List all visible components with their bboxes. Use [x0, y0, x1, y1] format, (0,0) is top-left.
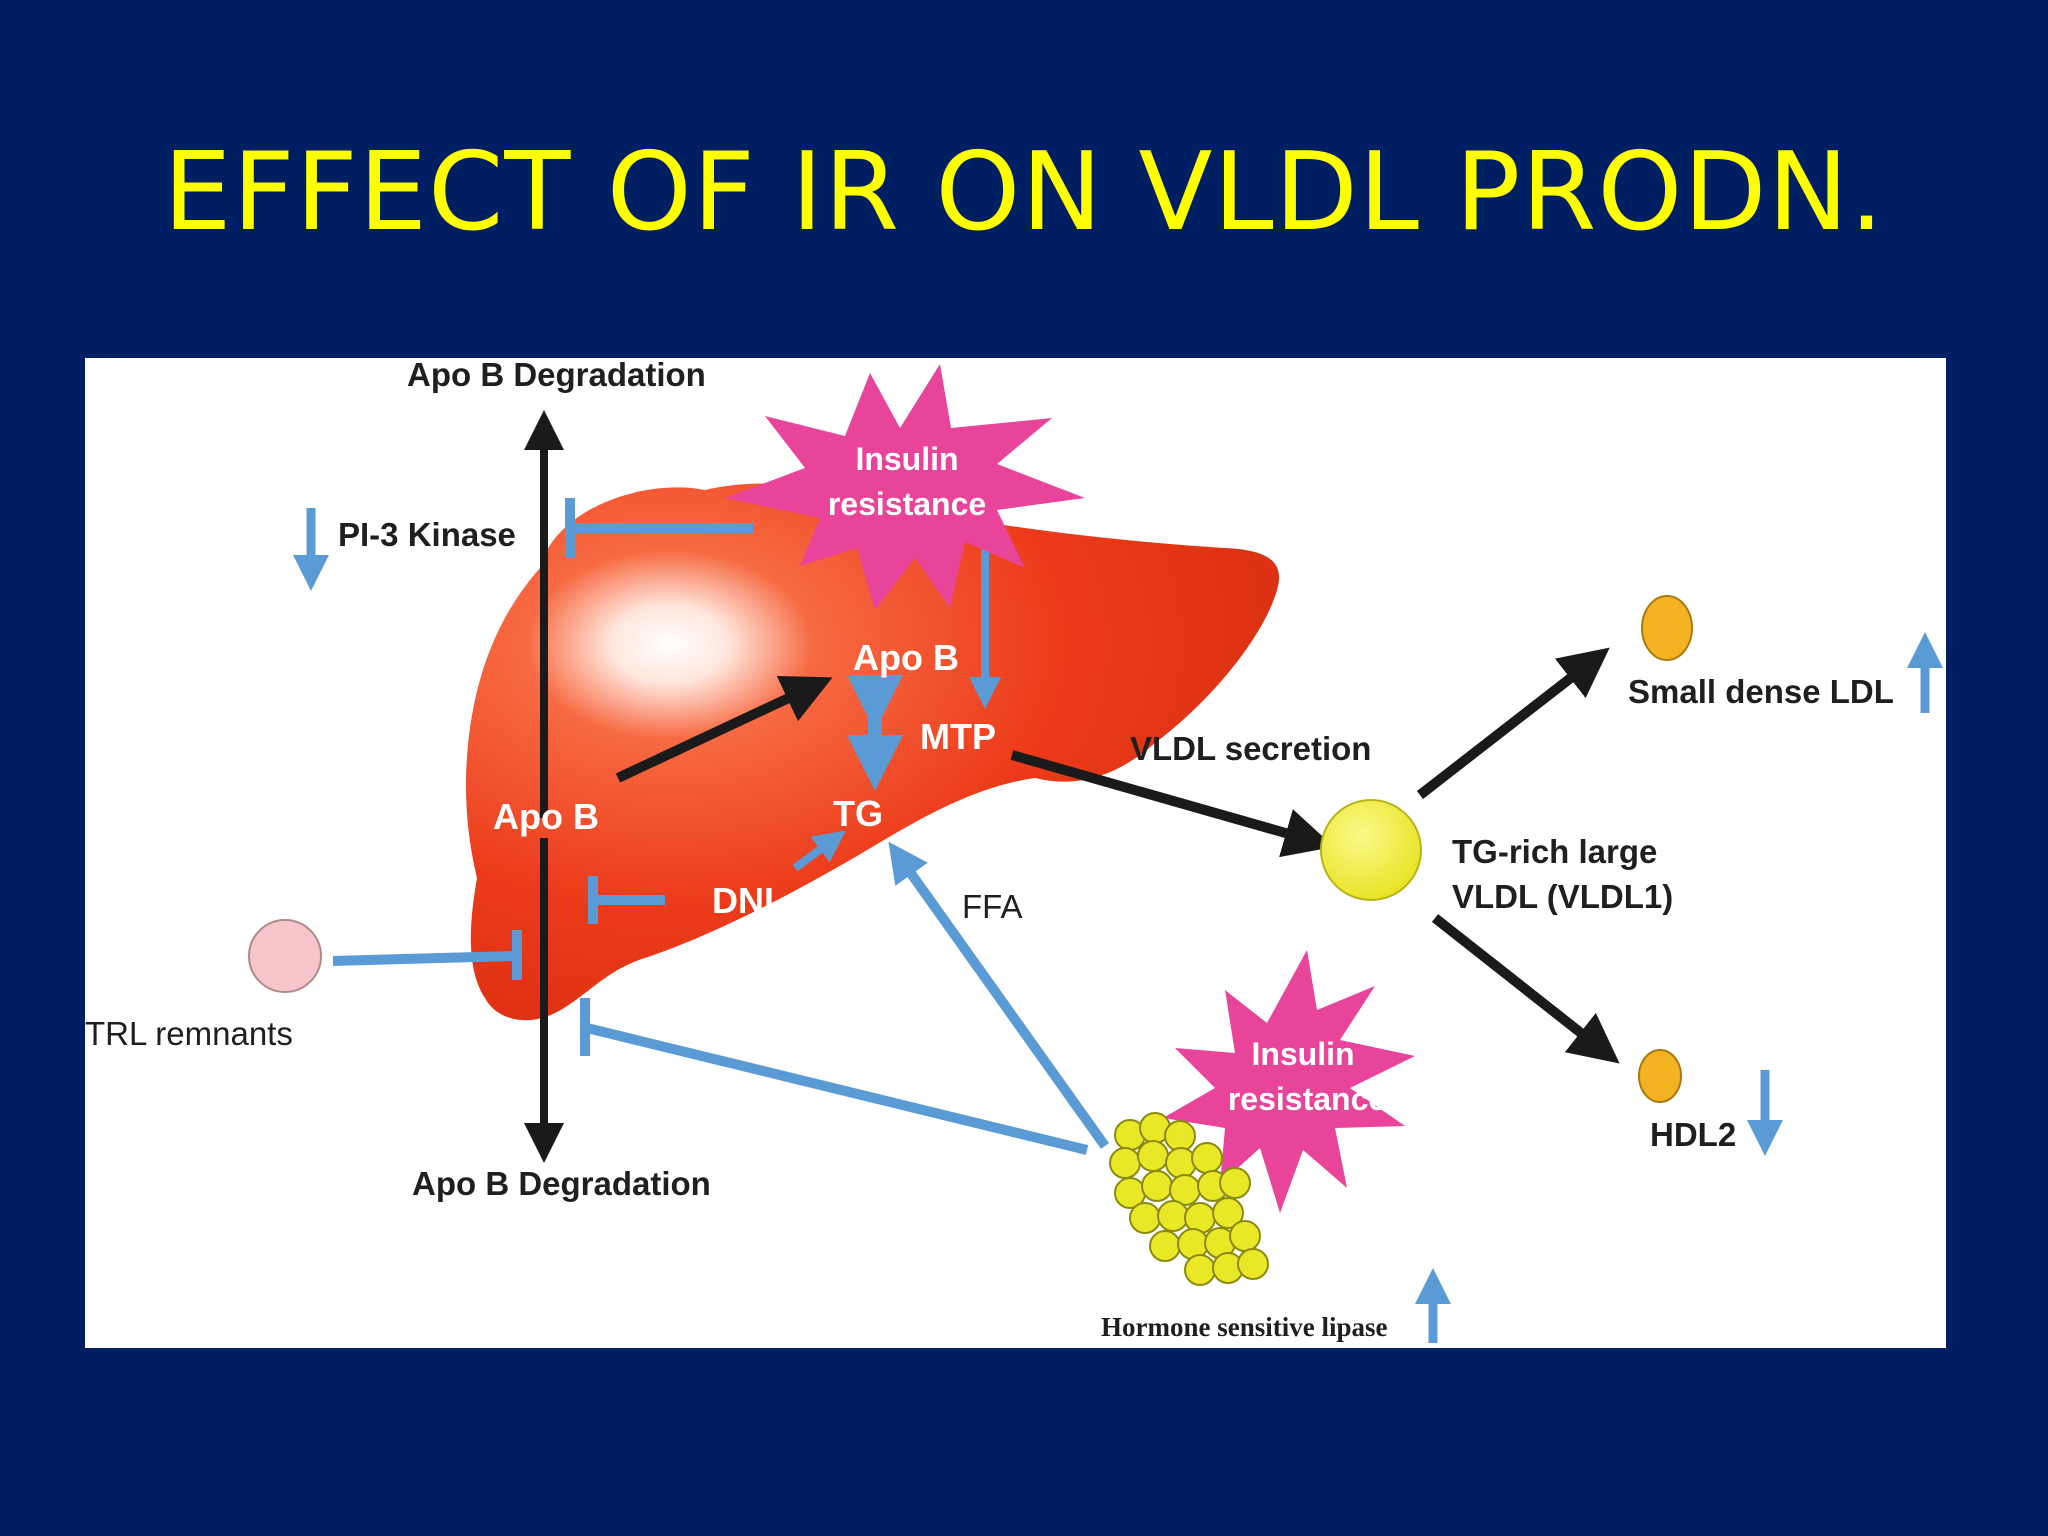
label-vldl-secretion: VLDL secretion [1130, 730, 1371, 767]
label-tg-rich-2: VLDL (VLDL1) [1452, 878, 1673, 915]
ffa-to-tg-arrow [888, 841, 1110, 1149]
to-hdl2-arrow [1431, 914, 1620, 1064]
insulin-resistance-starburst-bottom [1163, 950, 1415, 1213]
trl-remnant-particle [248, 919, 322, 993]
hdl2-particle [1638, 1049, 1682, 1103]
to-small-dense-ldl-arrow [1416, 647, 1610, 799]
label-insulin-resistance-bottom-1: Insulin [1251, 1036, 1354, 1072]
label-dnl: DNL [712, 880, 786, 921]
label-apo-b-degradation-top: Apo B Degradation [407, 358, 706, 393]
label-insulin-resistance-top-1: Insulin [855, 441, 958, 477]
label-hdl2: HDL2 [1650, 1116, 1736, 1153]
label-ffa-outer: FFA [962, 888, 1023, 925]
label-insulin-resistance-top-2: resistance [828, 486, 986, 522]
label-tg: TG [833, 793, 883, 834]
adipocyte-cluster [1109, 1112, 1269, 1286]
label-apo-b-upper: Apo B [853, 637, 959, 678]
small-dense-ldl-particle [1641, 595, 1693, 661]
label-trl-remnants: TRL remnants [85, 1015, 293, 1052]
label-insulin-resistance-bottom-2: resistance [1228, 1081, 1386, 1117]
trl-inhibition-line [332, 951, 516, 966]
label-small-dense-ldl: Small dense LDL [1628, 673, 1894, 710]
label-ffa-inner: FFA [617, 981, 677, 1017]
vldl1-particle [1320, 799, 1422, 901]
label-hormone-sensitive-lipase: Hormone sensitive lipase [1101, 1312, 1387, 1342]
label-pi3-kinase: PI-3 Kinase [338, 516, 516, 553]
slide-title: EFFECT OF IR ON VLDL PRODN. [163, 130, 1885, 255]
insulin-resistance-starburst-top [725, 364, 1085, 610]
apo-b-transfer-arrow [615, 675, 833, 783]
label-tg-rich-1: TG-rich large [1452, 833, 1657, 870]
diagram-svg: Apo B Degradation PI-3 Kinase Insulin re… [85, 358, 1943, 1343]
label-mtp: MTP [920, 716, 996, 757]
label-apo-b-left: Apo B [493, 796, 599, 837]
label-apo-b-degradation-bottom: Apo B Degradation [412, 1165, 711, 1202]
dnl-to-tg-arrow [792, 830, 846, 872]
vldl-secretion-arrow [1010, 750, 1335, 858]
ffa-to-apob-inhibition-line [585, 1023, 1089, 1155]
diagram-panel: Apo B Degradation PI-3 Kinase Insulin re… [85, 358, 1946, 1348]
